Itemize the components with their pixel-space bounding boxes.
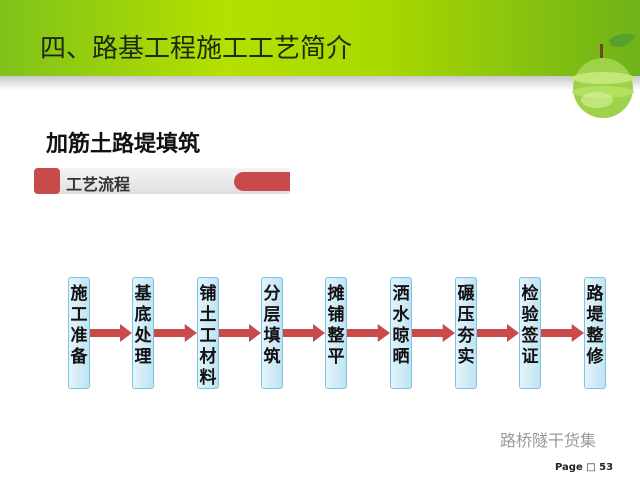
process-step: 分层填筑 (261, 277, 283, 389)
arrow-right-icon (90, 324, 132, 342)
process-step: 基底处理 (132, 277, 154, 389)
section-label-text: 工艺流程 (66, 175, 131, 194)
section-label: 工艺流程 (34, 168, 290, 194)
header-shadow (0, 76, 640, 90)
arrow-right-icon (219, 324, 261, 342)
slide-title: 四、路基工程施工工艺简介 (40, 34, 353, 64)
page-number: Page □ 53 (555, 462, 614, 473)
arrow-right-icon (477, 324, 519, 342)
subtitle: 加筋土路堤填筑 (46, 132, 201, 157)
pill-left-accent (34, 168, 60, 194)
apple-icon (572, 33, 635, 118)
process-step: 铺土工材料 (197, 277, 219, 389)
header-band (0, 0, 640, 76)
arrow-right-icon (154, 324, 197, 342)
process-step: 检验签证 (519, 277, 541, 389)
arrow-right-icon (412, 324, 455, 342)
watermark: 路桥隧干货集 (500, 431, 597, 450)
arrow-right-icon (283, 324, 325, 342)
arrow-right-icon (347, 324, 390, 342)
process-step: 洒水晾晒 (390, 277, 412, 389)
process-step: 施工准备 (68, 277, 90, 389)
pill-right-accent (234, 172, 290, 191)
process-step: 摊铺整平 (325, 277, 347, 389)
arrow-right-icon (541, 324, 584, 342)
process-step: 路堤整修 (584, 277, 606, 389)
process-step: 碾压夯实 (455, 277, 477, 389)
